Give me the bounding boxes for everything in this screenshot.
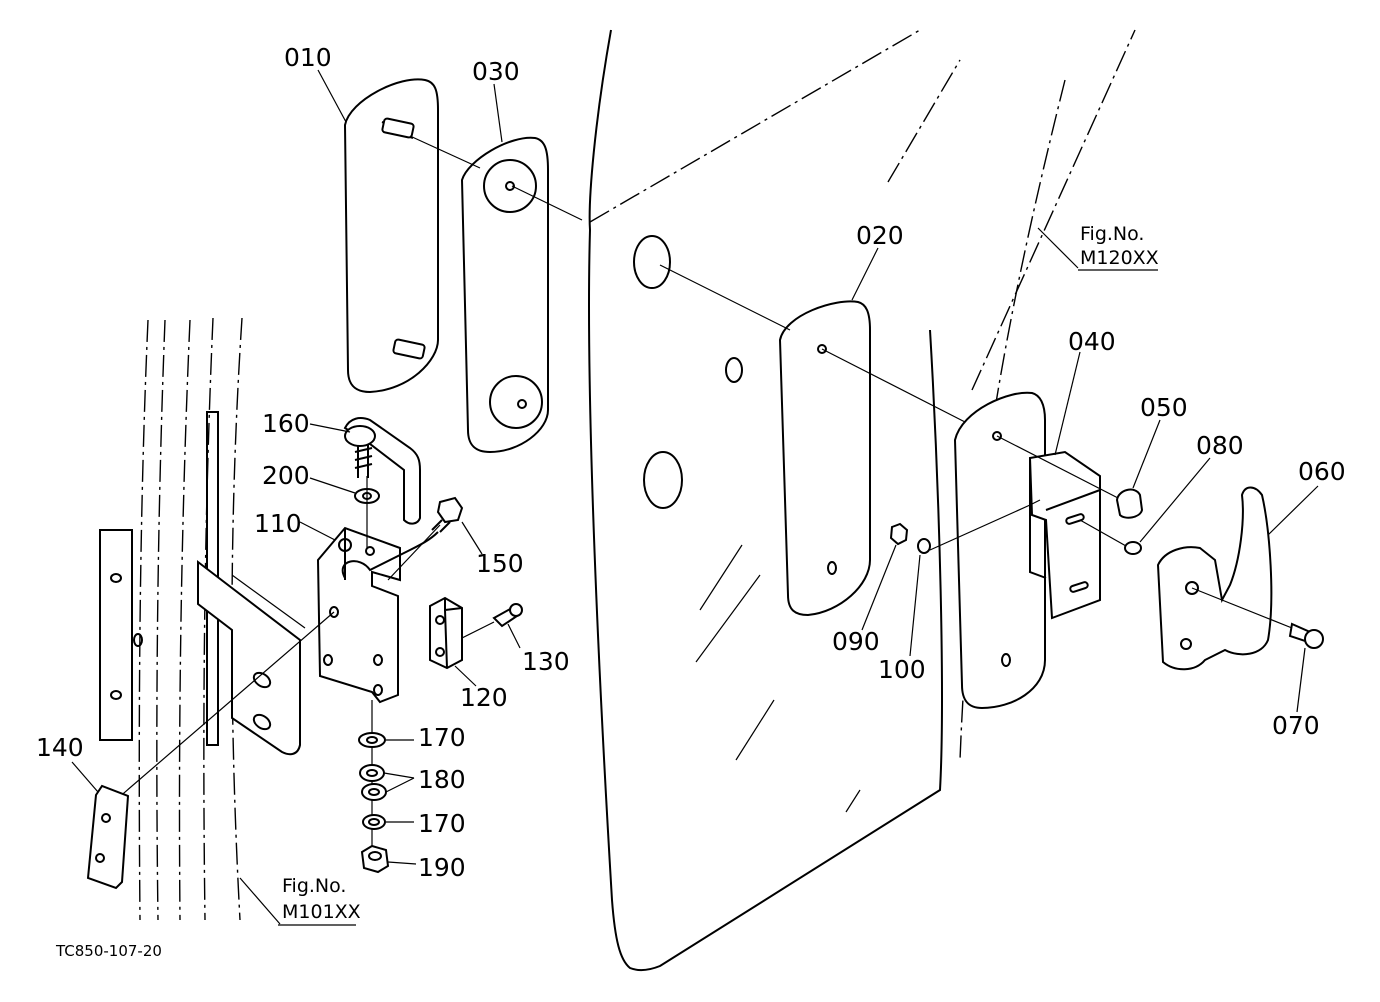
leader-bracket-080: [1079, 519, 1127, 547]
callout-180: 180: [418, 765, 466, 794]
fig-ref-number: M120XX: [1080, 247, 1159, 269]
fig-ref-number: M101XX: [282, 901, 361, 923]
callout-100: 100: [878, 655, 926, 684]
part-120-block: [429, 596, 463, 670]
callout-080: 080: [1196, 431, 1244, 460]
leader-010-030: [409, 135, 481, 169]
leader-screw-130: [461, 621, 495, 639]
leader-hinge-140: [109, 611, 335, 806]
fig-ref-m101xx: Fig.No. M101XX: [278, 875, 361, 926]
part-190-nut: [360, 844, 390, 874]
callout-090: 090: [832, 627, 880, 656]
part-010-pad: [343, 78, 439, 394]
callout-170-top: 170: [418, 723, 466, 752]
leader-nut-bracket: [929, 499, 1041, 551]
fig-ref-prefix: Fig.No.: [282, 875, 346, 897]
part-170-washer-top: [358, 732, 386, 748]
part-150-bolt: [431, 496, 464, 533]
part-080-washer: [1124, 541, 1142, 555]
part-030-pad: [460, 136, 549, 454]
part-110-hinge-bracket: [316, 526, 439, 704]
fig-ref-prefix: Fig.No.: [1080, 223, 1144, 245]
callout-160: 160: [262, 409, 310, 438]
part-180-washer-b: [361, 783, 387, 801]
leader-pad-050: [996, 435, 1119, 499]
callout-040: 040: [1068, 327, 1116, 356]
part-180-washer-a: [359, 764, 385, 782]
part-170-washer-bottom: [362, 814, 386, 830]
leader-door-020: [659, 264, 791, 331]
callout-140: 140: [36, 733, 84, 762]
callout-020: 020: [856, 221, 904, 250]
leader-020-pad: [821, 348, 966, 423]
callout-070: 070: [1272, 711, 1320, 740]
part-100-washer: [917, 538, 931, 554]
callout-150: 150: [476, 549, 524, 578]
fig-ref-m120xx: Fig.No. M120XX: [1078, 223, 1159, 271]
callout-120: 120: [460, 683, 508, 712]
leader-bolt-150: [387, 524, 441, 581]
callout-190: 190: [418, 853, 466, 882]
part-090-nut: [889, 522, 909, 546]
part-050-cap: [1115, 488, 1144, 519]
leader-030-door: [511, 185, 583, 221]
cab-frame-left: [99, 317, 306, 921]
callout-170-bottom: 170: [418, 809, 466, 838]
callout-060: 060: [1298, 457, 1346, 486]
part-040-bracket: [1028, 450, 1101, 620]
callout-030: 030: [472, 57, 520, 86]
part-060-hook-handle: [1156, 486, 1273, 671]
callout-130: 130: [522, 647, 570, 676]
part-130-screw: [492, 603, 523, 628]
callout-leaders: [71, 69, 1319, 925]
part-020-pad: [778, 300, 871, 617]
part-070-bolt: [1288, 622, 1324, 649]
drawing-code: TC850-107-20: [55, 942, 162, 960]
callout-010: 010: [284, 43, 332, 72]
part-140-plate: [86, 784, 130, 890]
leader-handle-070: [1191, 587, 1293, 629]
callout-110: 110: [254, 509, 302, 538]
part-040-backing-pad: [953, 391, 1046, 710]
part-160-pin-handle: [343, 417, 421, 525]
callout-050: 050: [1140, 393, 1188, 422]
callout-200: 200: [262, 461, 310, 490]
